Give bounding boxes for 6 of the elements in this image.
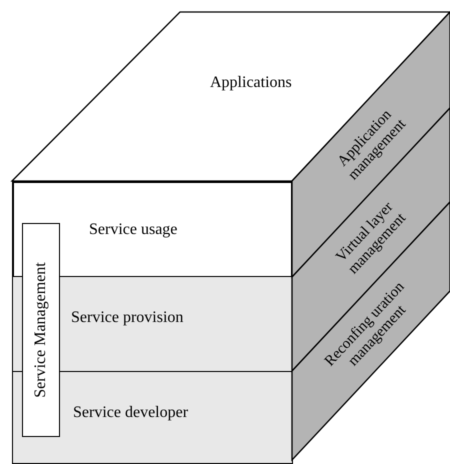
vertical-label: Service Management (32, 262, 50, 398)
band-label: Service provision (71, 309, 184, 327)
band-label: Service developer (73, 404, 188, 422)
vertical-box (22, 223, 60, 437)
face-label: Applications (210, 74, 292, 92)
band-label: Service usage (89, 221, 178, 239)
